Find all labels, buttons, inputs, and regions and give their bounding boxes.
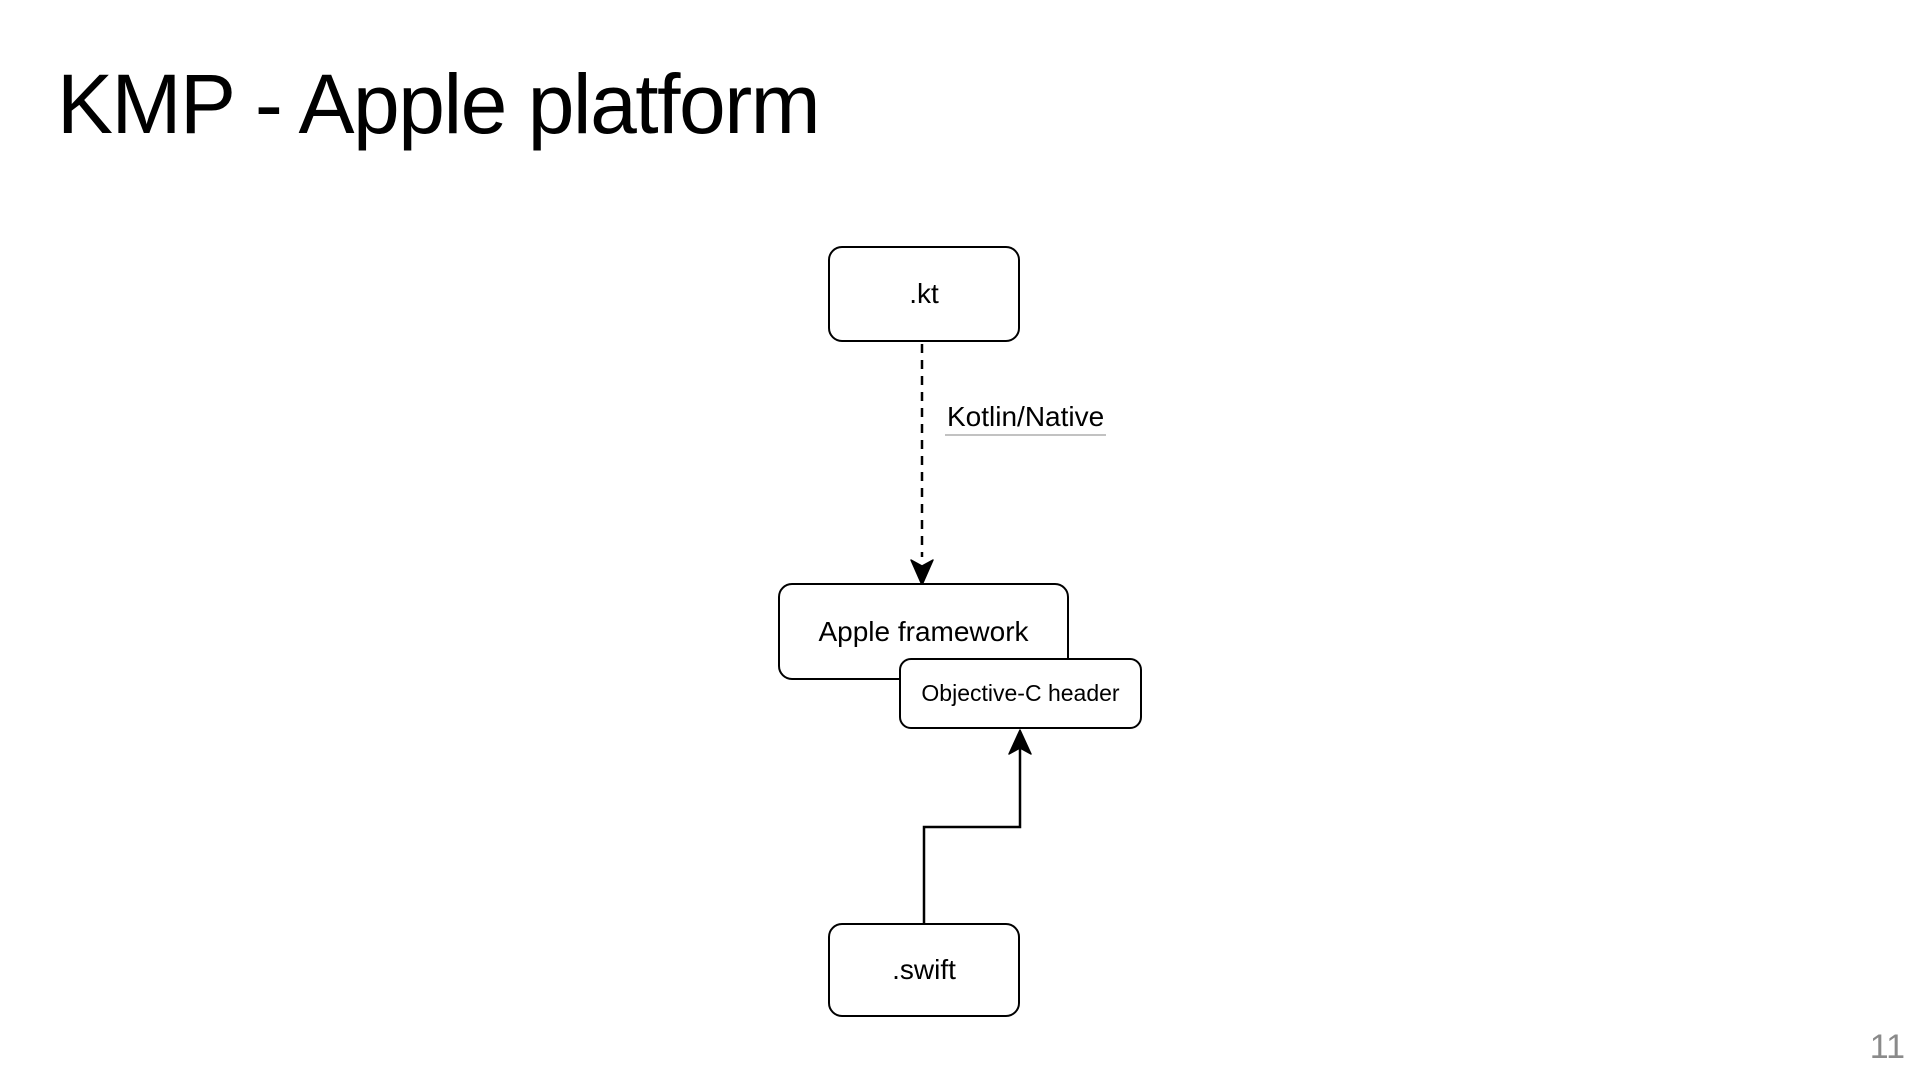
arrowhead-up-icon bbox=[1008, 729, 1032, 755]
slide-title: KMP - Apple platform bbox=[57, 57, 821, 151]
node-kt-label: .kt bbox=[909, 278, 939, 310]
node-swift-label: .swift bbox=[892, 954, 956, 986]
node-swift: .swift bbox=[828, 923, 1020, 1017]
node-objc-header-label: Objective-C header bbox=[921, 679, 1120, 706]
solid-edge-swift-to-objc-header bbox=[922, 748, 1022, 923]
arrowhead-down-icon bbox=[910, 559, 934, 586]
node-objc-header: Objective-C header bbox=[899, 658, 1142, 729]
edge-label-kotlin-native-link[interactable]: Kotlin/Native bbox=[945, 403, 1107, 436]
page-number: 11 bbox=[1869, 1028, 1905, 1066]
node-kt: .kt bbox=[828, 246, 1020, 342]
node-apple-framework-label: Apple framework bbox=[818, 615, 1029, 647]
